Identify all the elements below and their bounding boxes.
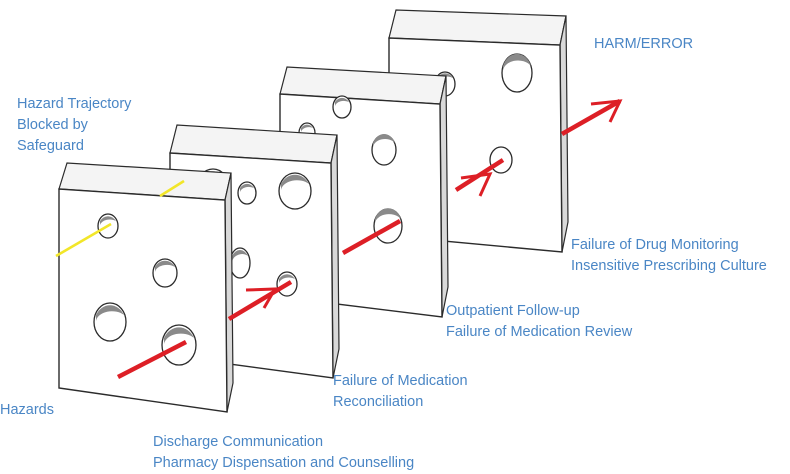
outpatient-line-2: Failure of Medication Review	[446, 324, 633, 340]
monitoring-line-1: Failure of Drug Monitoring	[571, 237, 739, 253]
reconciliation-line-1: Failure of Medication	[333, 373, 468, 389]
discharge-line-1: Discharge Communication	[153, 434, 324, 450]
label-drug-monitoring: Failure of Drug Monitoring Insensitive P…	[571, 235, 767, 277]
label-hazard-blocked: Hazard Trajectory Blocked by Safeguard	[17, 94, 131, 157]
hazards-text: Hazards	[0, 402, 54, 418]
blocked-line-2: Blocked by	[17, 117, 88, 133]
blocked-trajectory	[55, 179, 185, 258]
label-discharge: Discharge Communication Pharmacy Dispens…	[153, 432, 414, 474]
blocked-line-3: Safeguard	[17, 138, 84, 154]
slice-1	[58, 162, 234, 413]
label-hazards: Hazards	[0, 400, 54, 421]
label-harm-error: HARM/ERROR	[594, 34, 693, 55]
discharge-line-2: Pharmacy Dispensation and Counselling	[153, 455, 415, 471]
arrow-head-icon	[245, 99, 623, 309]
label-outpatient: Outpatient Follow-up Failure of Medicati…	[446, 301, 632, 343]
harm-error-text: HARM/ERROR	[594, 36, 694, 52]
outpatient-line-1: Outpatient Follow-up	[446, 303, 580, 319]
blocked-line-1: Hazard Trajectory	[17, 96, 132, 112]
monitoring-line-2: Insensitive Prescribing Culture	[571, 258, 767, 274]
label-reconciliation: Failure of Medication Reconciliation	[333, 371, 468, 413]
reconciliation-line-2: Reconciliation	[333, 394, 424, 410]
